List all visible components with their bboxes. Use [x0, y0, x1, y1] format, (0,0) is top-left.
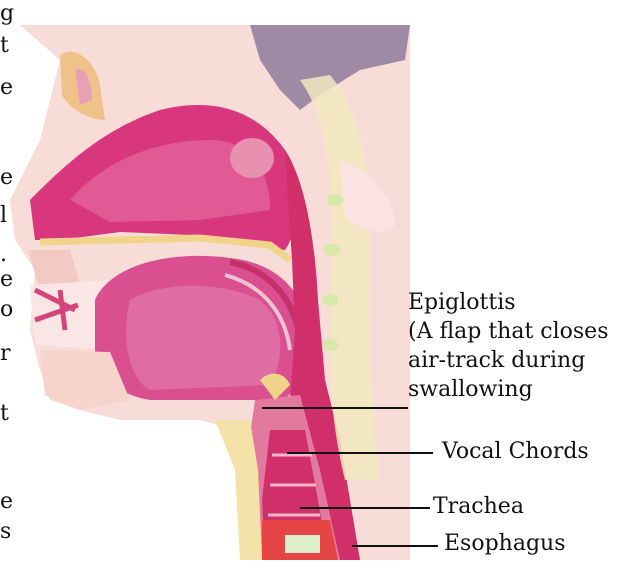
margin-fragment: g: [0, 4, 14, 24]
margin-fragment: e: [0, 168, 13, 188]
margin-fragment: t: [0, 36, 9, 56]
vocal-chords-leader-line: [287, 452, 433, 454]
vertebra-3: [322, 294, 338, 306]
margin-fragment: .: [0, 245, 7, 265]
trachea-leader-line: [300, 507, 430, 509]
epiglottis-desc-line2: air-track during: [408, 346, 609, 375]
tongue-highlight: [126, 286, 280, 390]
trachea-label: Trachea: [433, 493, 524, 521]
margin-fragment: r: [0, 344, 11, 364]
epiglottis-label: Epiglottis (A flap that closes air-track…: [408, 288, 609, 404]
margin-fragment: o: [0, 300, 13, 320]
margin-fragment: l: [0, 206, 7, 226]
esophagus-light: [285, 535, 320, 553]
epiglottis-leader-line: [262, 407, 408, 409]
vertebra-4: [322, 339, 338, 351]
epiglottis-title: Epiglottis: [408, 288, 609, 317]
adenoid: [230, 138, 274, 178]
vocal-chords-label: Vocal Chords: [442, 438, 589, 466]
esophagus-label: Esophagus: [444, 530, 566, 558]
margin-fragment: s: [0, 522, 11, 542]
epiglottis-desc-line1: (A flap that closes: [408, 317, 609, 346]
vertebra-2: [324, 244, 340, 256]
margin-fragment: e: [0, 492, 13, 512]
margin-fragment: e: [0, 270, 13, 290]
esophagus-leader-line: [352, 545, 438, 547]
epiglottis-desc-line3: swallowing: [408, 375, 609, 404]
margin-fragment: t: [0, 404, 9, 424]
vertebra-1: [327, 194, 343, 206]
margin-fragment: e: [0, 78, 13, 98]
